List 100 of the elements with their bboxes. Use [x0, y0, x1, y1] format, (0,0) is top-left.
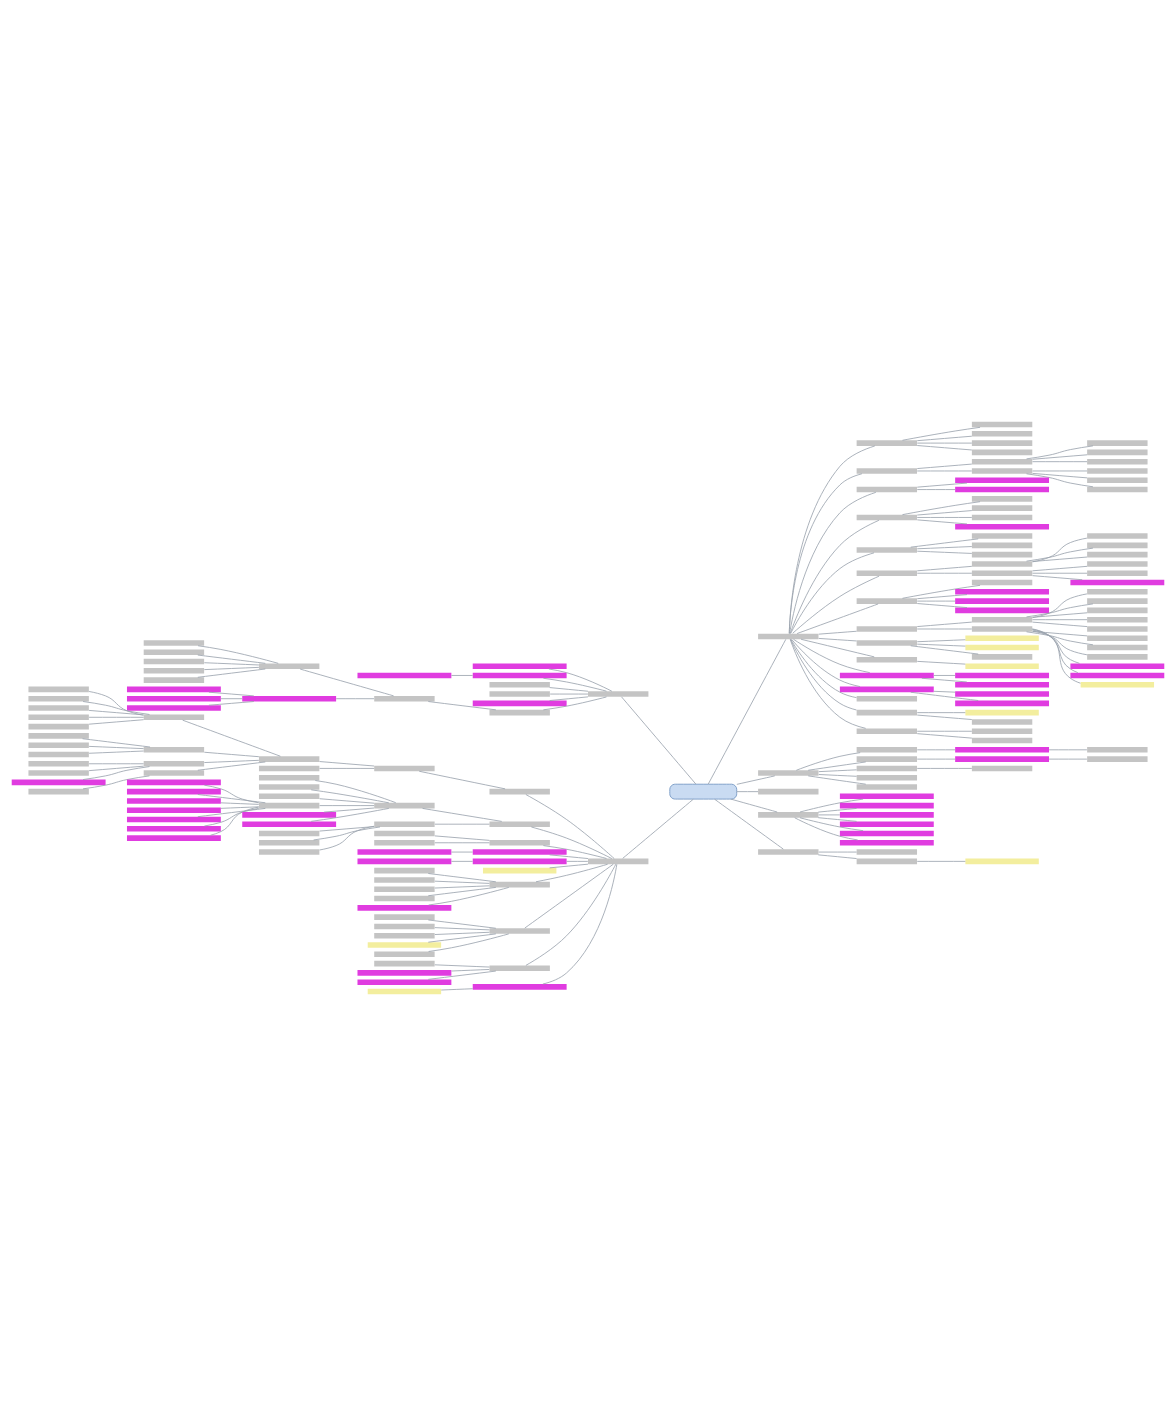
connector [916, 445, 973, 451]
node-bar [143, 640, 205, 646]
connector [789, 639, 867, 729]
connector [197, 654, 266, 664]
node-bar [971, 626, 1033, 632]
node-bar [856, 656, 918, 663]
connector [818, 774, 857, 777]
connector [916, 660, 966, 665]
connector [197, 668, 266, 678]
node-bar [28, 695, 89, 702]
connector [208, 701, 255, 706]
node-box [669, 783, 738, 800]
connector [418, 770, 506, 790]
connector [916, 482, 968, 488]
connector [916, 489, 956, 490]
node-bar [482, 867, 557, 874]
node-bar [955, 756, 1050, 762]
node-bar [856, 849, 918, 855]
node-bar [1087, 458, 1148, 465]
connector [916, 600, 956, 602]
node-bar [1087, 635, 1148, 642]
node-bar [489, 928, 550, 934]
connector [451, 969, 490, 972]
connector [1032, 537, 1088, 563]
node-bar [955, 681, 1050, 688]
connector [916, 463, 973, 469]
node-bar [971, 654, 1033, 660]
node-bar [839, 802, 934, 809]
node-bar [143, 761, 205, 767]
node-bar [1087, 607, 1148, 614]
node-bar [126, 788, 221, 795]
connector [82, 775, 150, 790]
connector [208, 691, 255, 697]
connector [1032, 565, 1088, 572]
node-bar [971, 533, 1033, 539]
connector [1031, 628, 1081, 684]
node-bar [357, 970, 452, 976]
node-bar [472, 858, 567, 865]
node-bar [955, 589, 1050, 595]
node-bar [258, 765, 320, 772]
connector [434, 823, 490, 825]
connector [916, 517, 973, 518]
node-bar [258, 784, 320, 790]
node-bar [955, 598, 1050, 604]
connector [817, 808, 857, 813]
node-bar [126, 826, 221, 832]
connector [1026, 547, 1094, 562]
node-bar [143, 714, 205, 721]
connector [542, 677, 607, 692]
connector [525, 794, 615, 859]
connector [1026, 631, 1094, 646]
connector [197, 794, 266, 804]
node-bar [971, 505, 1033, 511]
connector [902, 501, 981, 516]
node-bar [472, 849, 567, 855]
node-bar [1087, 756, 1148, 762]
node-bar [489, 788, 550, 795]
connector [451, 851, 474, 853]
node-bar [28, 714, 89, 721]
node-bar [258, 802, 320, 809]
connector [1031, 628, 1079, 674]
connector [542, 845, 607, 859]
node-bar [971, 561, 1033, 567]
node-bar [1087, 468, 1148, 474]
connector [916, 621, 973, 627]
connector [916, 435, 973, 442]
connector [790, 552, 875, 634]
node-bar [856, 626, 918, 632]
connector [790, 638, 857, 711]
connector [203, 784, 260, 804]
connector [1032, 630, 1088, 656]
node-bar [971, 570, 1033, 576]
node-bar [758, 770, 819, 776]
node-bar [258, 793, 320, 800]
node-bar [839, 812, 934, 818]
connector [910, 645, 979, 655]
connector [549, 687, 589, 692]
connector [818, 630, 857, 635]
connector [916, 733, 973, 739]
connector [730, 798, 778, 813]
connector [794, 817, 859, 841]
connector [88, 719, 145, 725]
connector [795, 752, 861, 771]
node-bar [955, 747, 1050, 753]
connector [1048, 749, 1088, 751]
connector [197, 808, 266, 818]
connector [1032, 575, 1083, 581]
connector [434, 885, 490, 889]
node-bar [28, 751, 89, 758]
connector [88, 716, 145, 718]
node-bar [1087, 654, 1148, 660]
connector [791, 638, 861, 687]
connector [203, 662, 260, 666]
node-bar [1087, 644, 1148, 651]
node-bar [357, 858, 452, 865]
connector [1032, 612, 1088, 618]
connector [817, 854, 857, 859]
connector [319, 768, 375, 769]
connector [902, 584, 981, 599]
connector [220, 698, 243, 700]
